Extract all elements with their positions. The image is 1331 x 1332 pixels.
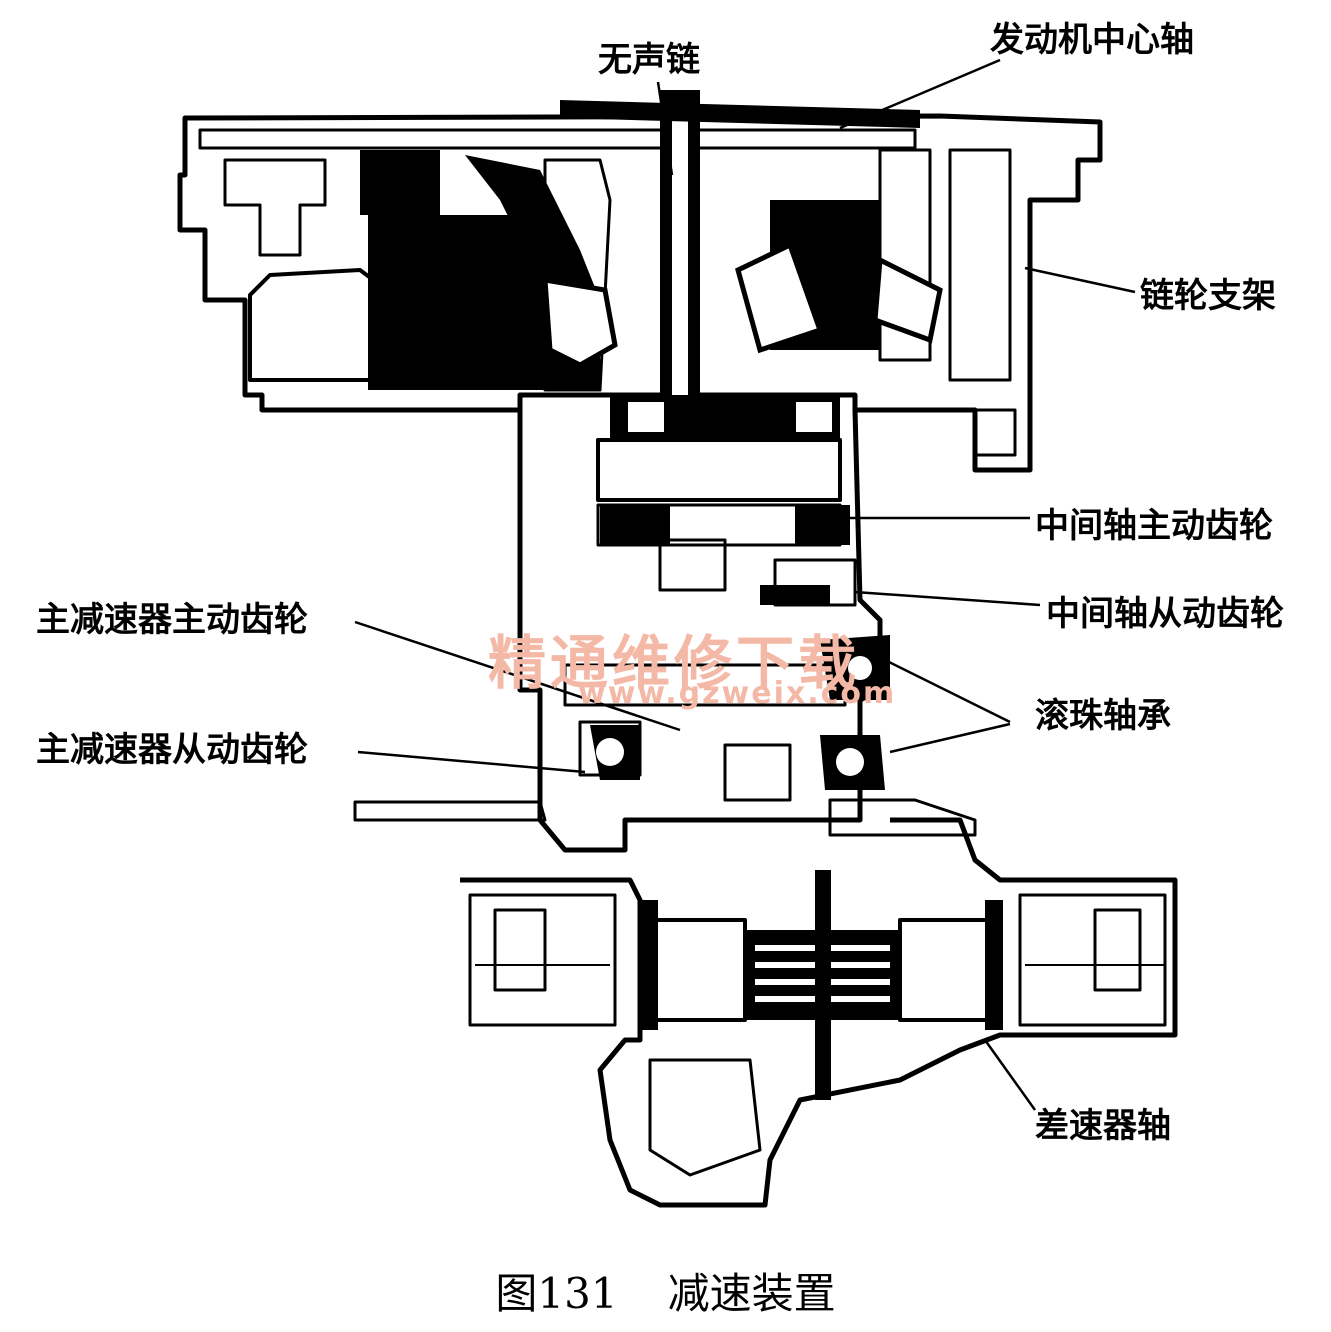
label-silent-chain: 无声链: [598, 40, 700, 80]
leader-final-driven-gear: [357, 750, 586, 774]
figure-number: 图131: [495, 1269, 618, 1318]
label-sprocket-bracket: 链轮支架: [1140, 276, 1276, 316]
watermark-url: www.gzweix.com: [578, 676, 897, 711]
label-intermediate-driven-gear: 中间轴从动齿轮: [1046, 594, 1284, 634]
leader-final-drive-gear: [354, 620, 681, 732]
leader-silent-chain: [656, 81, 674, 176]
label-differential-shaft: 差速器轴: [1035, 1106, 1171, 1146]
lower-housing-outline: [460, 817, 1178, 1208]
figure-title: 减速装置: [667, 1269, 836, 1318]
middle-housing-outline: [517, 409, 883, 853]
figure-caption: 图131 减速装置: [0, 1268, 1331, 1320]
leader-ball-bearing-1: [884, 658, 1011, 724]
label-ball-bearing: 滚珠轴承: [1035, 696, 1171, 736]
label-engine-center-shaft: 发动机中心轴: [990, 20, 1194, 60]
leader-differential-shaft: [983, 1039, 1037, 1111]
leader-engine-center-shaft: [839, 58, 1001, 130]
leader-intermediate-driven-gear: [854, 590, 1041, 607]
label-final-driven-gear: 主减速器从动齿轮: [36, 730, 308, 770]
motor-winding-left: [368, 215, 546, 390]
label-intermediate-drive-gear: 中间轴主动齿轮: [1035, 506, 1273, 546]
watermark-text: 精通维修下载: [488, 629, 861, 697]
label-final-drive-gear: 主减速器主动齿轮: [36, 600, 308, 640]
leader-sprocket-bracket: [1024, 266, 1136, 294]
leader-ball-bearing-2: [889, 722, 1011, 754]
